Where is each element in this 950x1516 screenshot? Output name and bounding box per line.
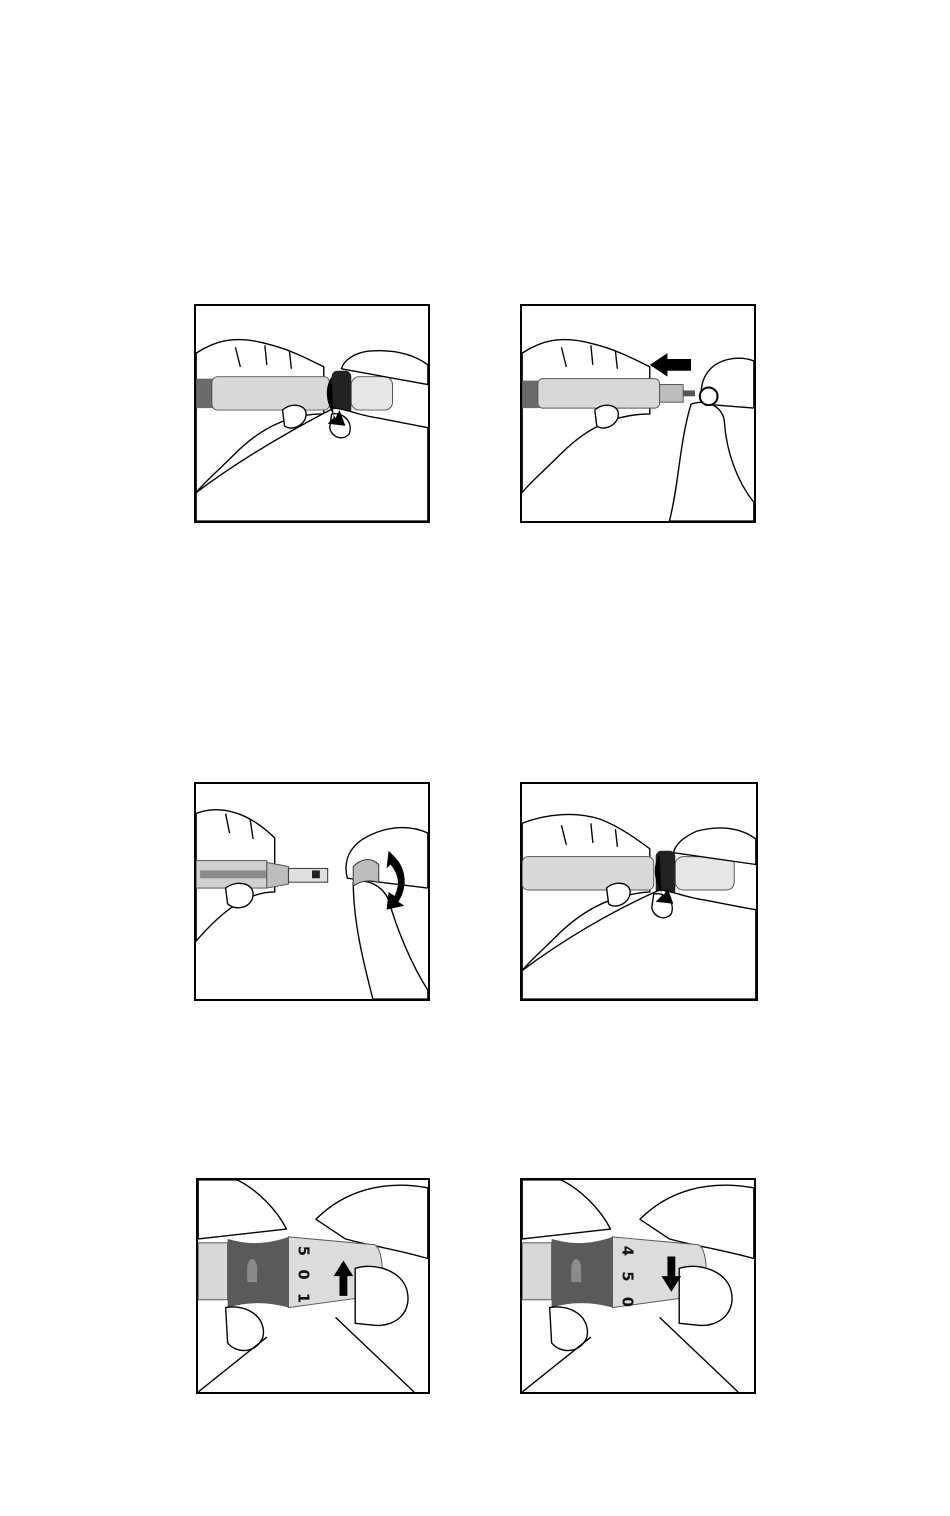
device-body [538,379,660,408]
figure-step-1 [194,304,430,523]
figure-step-2 [520,304,756,523]
device-body [198,1243,227,1300]
dial-mark-0: 5 [294,1246,311,1256]
device-body [522,1243,551,1300]
device-grip [552,1237,613,1308]
cap-piece [700,387,718,405]
device-cap [351,377,392,410]
device-body [212,377,330,410]
dial-mark-2: 0 [618,1297,635,1307]
figure-step-3 [194,782,430,1001]
device-body [522,857,654,890]
dial-mark-1: 0 [294,1269,311,1279]
figure-step-4 [520,782,758,1001]
dial-mark-2: 1 [294,1293,311,1303]
device-cap [675,857,734,890]
device-grip [228,1237,289,1308]
dial-mark-0: 4 [618,1246,635,1256]
device-tip [660,385,684,403]
figure-step-6: 4 5 0 [520,1178,756,1394]
device-tail [522,381,540,408]
lancet-holder [288,868,327,882]
dial-mark-1: 5 [618,1271,635,1281]
figure-step-5: 5 0 1 [196,1178,430,1394]
device-tail [196,379,214,408]
arrow-left-icon [650,353,691,377]
